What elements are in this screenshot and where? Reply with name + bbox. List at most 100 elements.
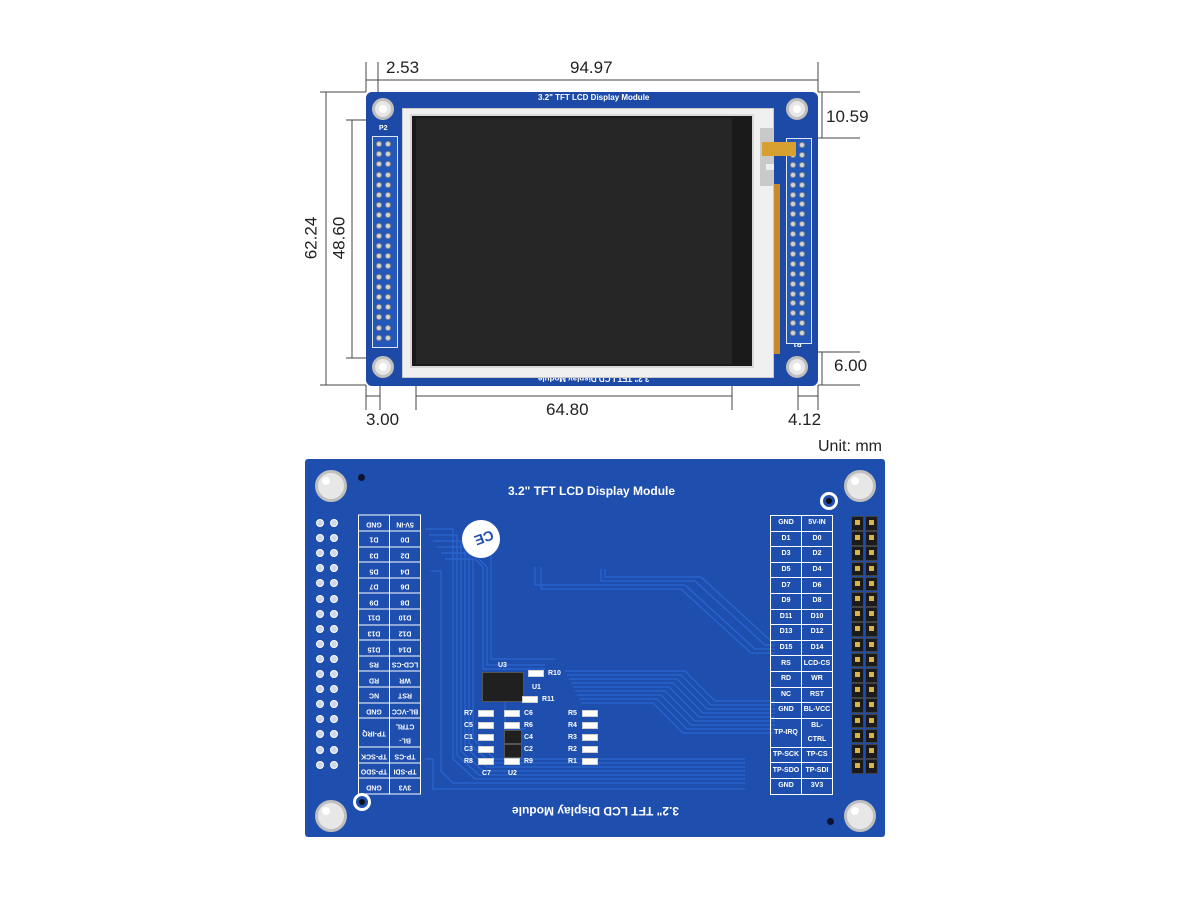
header-pin-icon (376, 314, 382, 321)
header-pin-icon (385, 192, 391, 198)
smd-r10 (528, 670, 544, 677)
label-r4: R4 (568, 722, 577, 729)
header-pin-icon (385, 304, 391, 311)
pin-label: D14 (801, 639, 833, 657)
header-pin-icon (385, 314, 391, 321)
label-r10: R10 (548, 670, 561, 677)
header-pin-icon (385, 141, 391, 147)
pin-label: D7 (770, 577, 802, 594)
through-hole-pad-icon (316, 594, 324, 603)
header-pin-icon (799, 241, 805, 247)
header-pin-icon (799, 142, 805, 148)
header-pin-icon (865, 713, 878, 729)
pin-label: GND (770, 515, 802, 532)
header-pin-icon (790, 330, 796, 337)
header-pin-icon (851, 744, 864, 759)
mount-hole-icon (315, 800, 347, 832)
pin-label: D4 (389, 562, 421, 578)
header-pin-icon (799, 221, 805, 228)
header-pin-icon (799, 191, 805, 198)
header-pin-icon (851, 713, 864, 729)
pin-label: 5V-IN (389, 515, 421, 532)
header-pin-icon (385, 283, 391, 290)
header-pin-icon (790, 310, 796, 317)
unit-label: Unit: mm (818, 438, 882, 455)
header-pin-icon (865, 744, 878, 759)
header-pin-icon (790, 241, 796, 247)
header-pin-icon (376, 232, 382, 239)
header-pin-icon (799, 320, 805, 327)
pin-label: WR (389, 671, 421, 688)
header-pin-icon (865, 637, 878, 653)
header-pin-icon (385, 181, 391, 188)
mount-hole-icon (786, 356, 808, 378)
chip-u2 (504, 744, 522, 758)
smd-r9 (504, 758, 520, 765)
label-r11: R11 (542, 696, 555, 703)
header-pin-icon (799, 270, 805, 277)
header-pin-icon (851, 546, 864, 561)
header-pin-icon (790, 181, 796, 188)
smd-r5 (582, 710, 598, 717)
through-hole-pad-icon (330, 685, 338, 694)
smd-r4 (582, 722, 598, 729)
header-pin-icon (799, 310, 805, 317)
flex-cable (760, 128, 796, 354)
fiducial-icon (820, 492, 838, 510)
header-pin-icon (799, 280, 805, 287)
pin-label: RST (801, 686, 833, 704)
smd-r7 (478, 710, 494, 717)
header-pin-icon (790, 250, 796, 257)
pin-label: D8 (389, 593, 421, 610)
chip-u3 (482, 672, 524, 702)
header-pin-icon (799, 330, 805, 337)
pin-label: D3 (358, 546, 390, 563)
pin-label: D15 (358, 640, 390, 656)
header-pin-icon (851, 516, 864, 531)
label-c7: C7 (482, 770, 491, 777)
header-pin-icon (799, 260, 805, 267)
header-pin-icon (790, 201, 796, 208)
header-pin-icon (865, 607, 878, 622)
header-pin-icon (376, 171, 382, 178)
pin-label: D14 (389, 640, 421, 656)
header-pin-icon (799, 211, 805, 218)
header-pin-icon (376, 253, 382, 260)
mount-hole-icon (372, 98, 394, 120)
header-pin-icon (851, 698, 864, 713)
header-pin-icon (385, 243, 391, 249)
header-pin-icon (376, 263, 382, 270)
via-icon (358, 474, 365, 481)
header-pin-icon (799, 231, 805, 238)
pin-label: RS (358, 655, 390, 672)
pin-label: D13 (770, 624, 802, 641)
header-pin-icon (385, 273, 391, 280)
pin-label: TP-IRQ (358, 718, 390, 748)
header-pin-icon (376, 202, 382, 209)
pin-label: D10 (389, 609, 421, 625)
through-hole-pad-icon (330, 745, 338, 754)
lcd-screen (416, 118, 732, 364)
pin-label: D5 (358, 562, 390, 578)
through-hole-pad-icon (316, 715, 324, 724)
header-pin-icon (865, 531, 878, 546)
header-pin-icon (790, 290, 796, 297)
pin-label: D13 (358, 624, 390, 641)
through-hole-pad-icon (316, 609, 324, 618)
header-pin-icon (799, 290, 805, 297)
dim-height-active: 48.60 (329, 216, 349, 260)
pin-label: D10 (801, 608, 833, 626)
pin-label: LCD-CS (801, 655, 833, 672)
pin-label: TP-SDO (770, 762, 802, 779)
pin-label: TP-SDI (389, 762, 421, 779)
